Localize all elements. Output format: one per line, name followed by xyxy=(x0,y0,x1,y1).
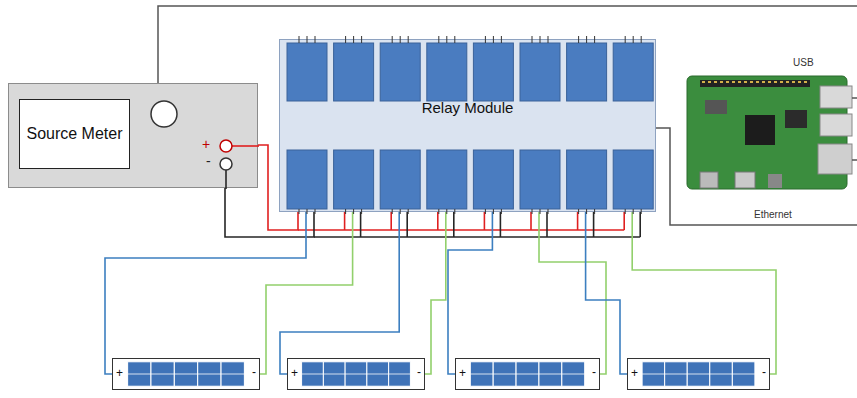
wire-connector xyxy=(586,212,627,374)
solar-cells xyxy=(456,359,599,389)
device-name: Source Meter xyxy=(26,124,122,144)
wire-connector xyxy=(260,212,353,374)
wire-connector xyxy=(448,212,492,374)
wire-connector xyxy=(105,212,306,374)
module-name: Relay Module xyxy=(280,99,655,117)
panel-terminal: + xyxy=(116,366,123,380)
solar-panel: +- xyxy=(287,358,425,390)
source-meter-housing: +- Source Meter xyxy=(8,83,258,188)
positive-bus xyxy=(298,212,624,230)
relay-module: Relay Module xyxy=(279,39,656,212)
panel-terminal: - xyxy=(762,365,766,379)
computer-board xyxy=(687,76,857,189)
wire-connector xyxy=(280,212,399,374)
port-label: Ethernet xyxy=(754,209,792,221)
relay-array xyxy=(280,40,657,213)
panel-terminal: + xyxy=(291,366,298,380)
solar-panel: +- xyxy=(112,358,260,390)
panel-terminal: - xyxy=(592,365,596,379)
solar-cells xyxy=(113,359,259,389)
panel-terminal: + xyxy=(631,366,638,380)
source-meter-display: Source Meter xyxy=(19,99,130,169)
terminal-sign: - xyxy=(206,153,211,170)
wire-connector xyxy=(632,212,776,374)
negative-bus xyxy=(314,212,640,237)
terminal-sign: + xyxy=(202,136,210,153)
solar-panel: +- xyxy=(455,358,600,390)
port-label: USB xyxy=(793,57,814,69)
solar-cells xyxy=(628,359,769,389)
panel-terminal: - xyxy=(252,365,256,379)
panel-terminal: + xyxy=(459,366,466,380)
panel-terminal: - xyxy=(417,365,421,379)
solar-panel: +- xyxy=(627,358,770,390)
solar-cells xyxy=(288,359,424,389)
wire-connector xyxy=(425,212,446,374)
wire-connector xyxy=(539,212,606,374)
